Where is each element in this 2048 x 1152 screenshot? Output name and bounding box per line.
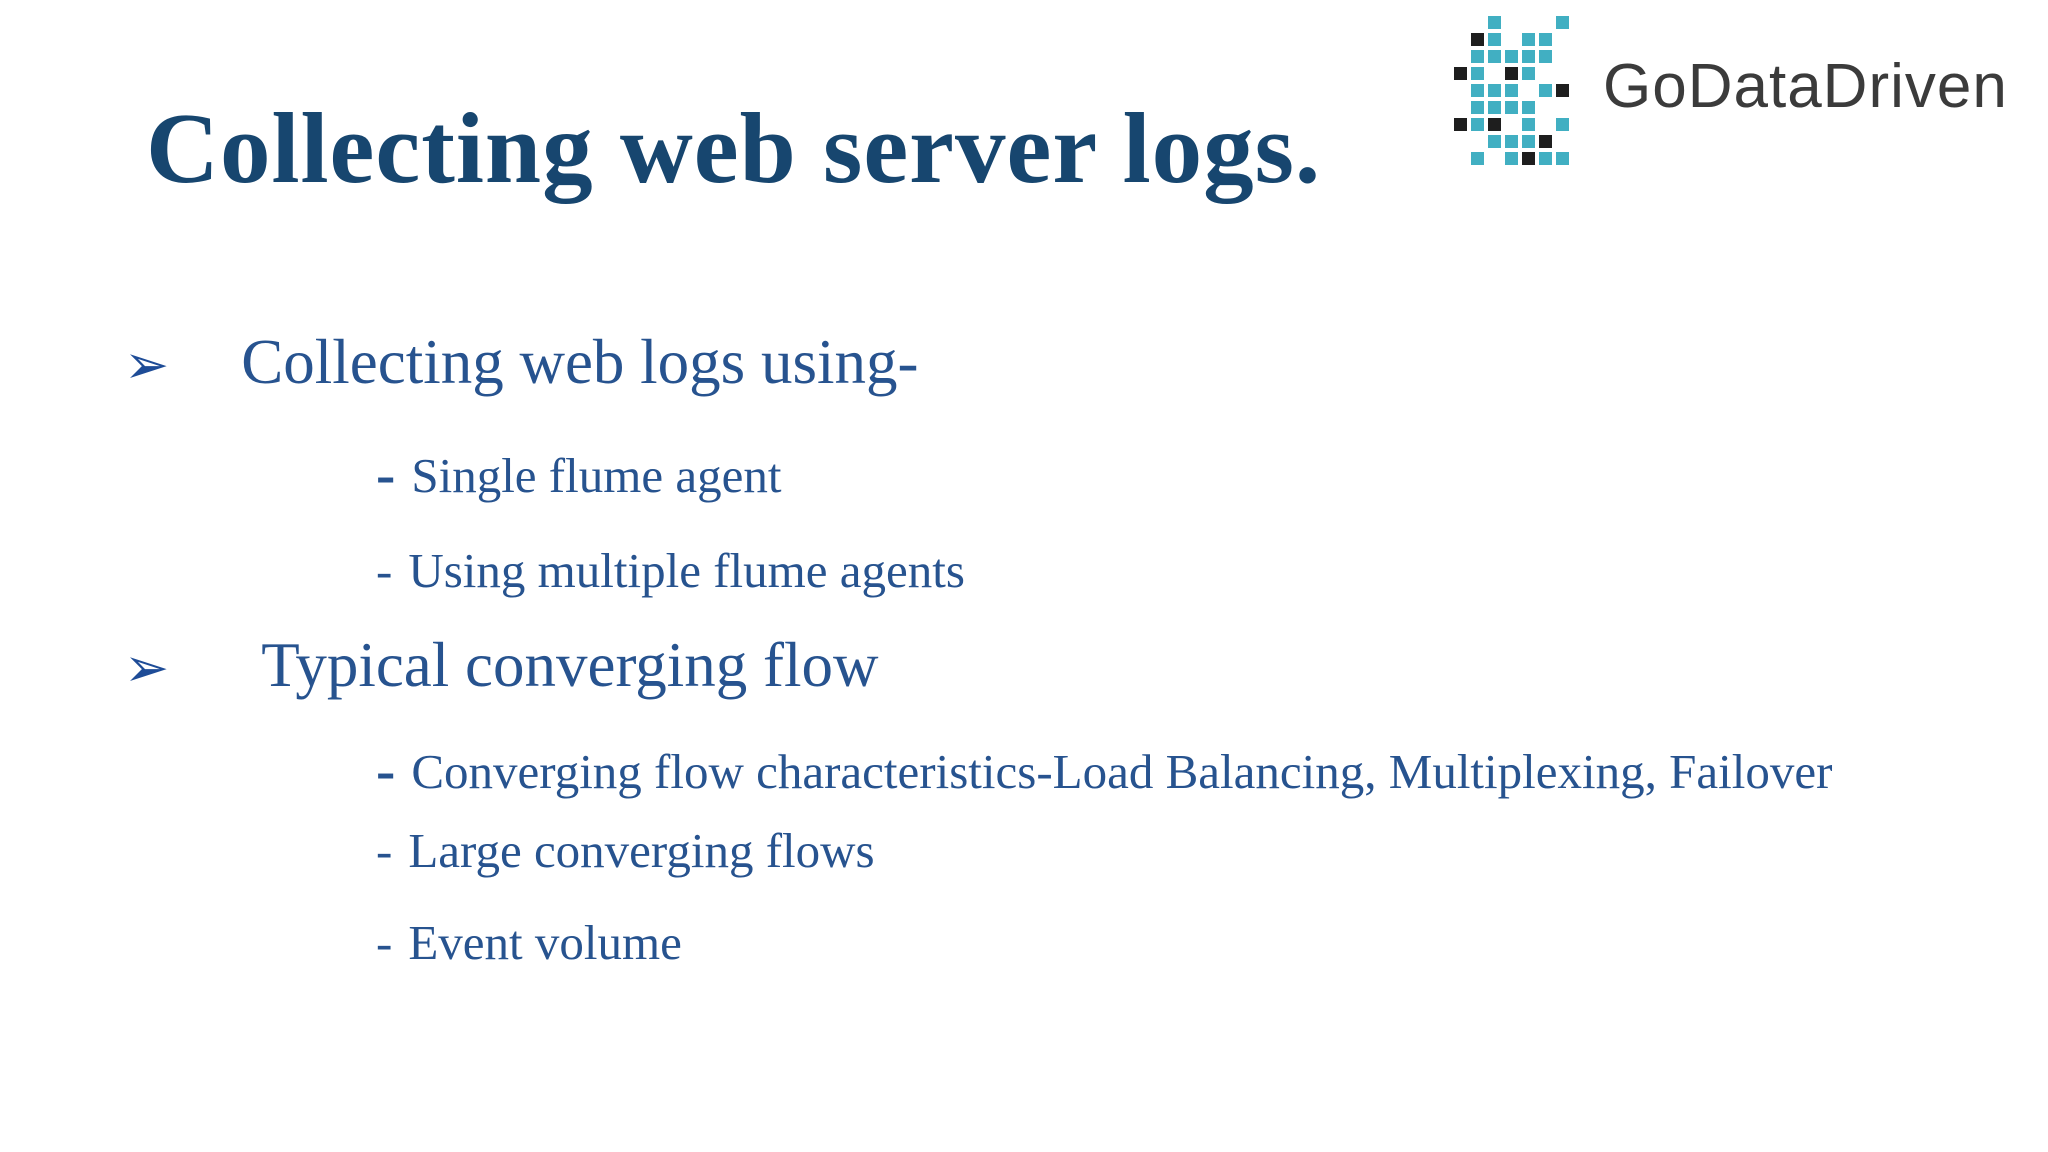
logo-grid-square [1488,118,1501,131]
logo-grid-square [1539,50,1552,63]
sub-bullet-single-flume-agent: -Single flume agent [376,446,781,504]
logo-grid-square [1522,118,1535,131]
logo-grid-empty-cell [1454,135,1467,148]
logo-grid-square [1454,67,1467,80]
logo-grid-square [1522,67,1535,80]
dash-bullet-icon: - [376,543,393,598]
logo-grid-square [1488,33,1501,46]
logo-grid-empty-cell [1471,135,1484,148]
logo-grid-square [1539,33,1552,46]
logo-grid-square [1488,16,1501,29]
logo-grid-empty-cell [1471,16,1484,29]
logo-grid-square [1505,67,1518,80]
arrow-bullet-icon: ➢ [124,636,170,699]
logo-grid-empty-cell [1556,67,1569,80]
logo-grid-square [1556,118,1569,131]
logo-grid-empty-cell [1454,50,1467,63]
logo-grid-empty-cell [1539,101,1552,114]
logo-grid-square [1471,67,1484,80]
logo-grid-empty-cell [1556,101,1569,114]
sub-bullet-converging-flow-characteristics: -Converging flow characteristics-Load Ba… [376,742,1832,800]
logo-grid-square [1505,84,1518,97]
arrow-bullet-icon: ➢ [124,333,170,396]
logo-grid-square [1471,152,1484,165]
logo-grid-empty-cell [1454,33,1467,46]
logo-grid-square [1471,101,1484,114]
logo-grid-square [1522,50,1535,63]
godatadriven-logo-text: GoDataDriven [1603,52,2008,121]
sub-bullet-event-volume: -Event volume [376,918,682,967]
logo-grid-square [1522,33,1535,46]
logo-grid-empty-cell [1488,152,1501,165]
bullet-label: Collecting web logs using- [241,327,919,397]
logo-grid-empty-cell [1505,33,1518,46]
logo-grid-square [1505,152,1518,165]
logo-grid-square [1488,84,1501,97]
logo-grid-empty-cell [1556,33,1569,46]
dash-bullet-icon: - [376,823,393,878]
bullet-collecting-web-logs: ➢Collecting web logs using- [124,331,918,394]
logo-grid-square [1539,135,1552,148]
bullet-typical-converging-flow: ➢Typical converging flow [124,634,879,697]
logo-grid-empty-cell [1454,152,1467,165]
slide-title: Collecting web server logs. [146,92,1322,204]
logo-grid-square [1522,152,1535,165]
logo-grid-empty-cell [1488,67,1501,80]
sub-bullet-multiple-flume-agents: -Using multiple flume agents [376,546,965,595]
logo-grid-square [1488,50,1501,63]
logo-grid-empty-cell [1539,16,1552,29]
logo-grid-square [1471,33,1484,46]
logo-grid-square [1454,118,1467,131]
logo-grid-square [1522,135,1535,148]
dash-bullet-icon: - [376,442,396,507]
logo-grid-square [1471,84,1484,97]
logo-grid-square [1539,84,1552,97]
logo-grid-square [1505,50,1518,63]
dash-bullet-icon: - [376,738,396,803]
logo-grid-empty-cell [1522,16,1535,29]
logo-grid-square [1505,101,1518,114]
sub-bullet-label: Event volume [408,915,682,970]
sub-bullet-label: Using multiple flume agents [408,543,965,598]
sub-bullet-label: Large converging flows [408,823,875,878]
bullet-label: Typical converging flow [261,630,879,700]
logo-grid-empty-cell [1556,50,1569,63]
logo-grid-square [1488,135,1501,148]
logo-grid-square [1471,118,1484,131]
logo-grid-square [1556,16,1569,29]
logo-grid-empty-cell [1454,84,1467,97]
sub-bullet-label: Converging flow characteristics-Load Bal… [411,744,1833,799]
dash-bullet-icon: - [376,915,393,970]
logo-grid-square [1471,50,1484,63]
logo-grid-square [1522,101,1535,114]
logo-grid-empty-cell [1556,135,1569,148]
logo-grid-square [1488,101,1501,114]
logo-grid-empty-cell [1539,118,1552,131]
logo-grid-square [1556,84,1569,97]
logo-grid-square [1539,152,1552,165]
logo-grid-empty-cell [1454,16,1467,29]
logo-grid-empty-cell [1454,101,1467,114]
logo-grid-empty-cell [1505,16,1518,29]
godatadriven-logo-mark-icon [1454,16,1569,165]
sub-bullet-large-converging-flows: -Large converging flows [376,826,875,875]
logo-grid-empty-cell [1505,118,1518,131]
logo-grid-square [1556,152,1569,165]
logo-grid-square [1505,135,1518,148]
logo-grid-empty-cell [1522,84,1535,97]
sub-bullet-label: Single flume agent [411,448,782,503]
logo-grid-empty-cell [1539,67,1552,80]
